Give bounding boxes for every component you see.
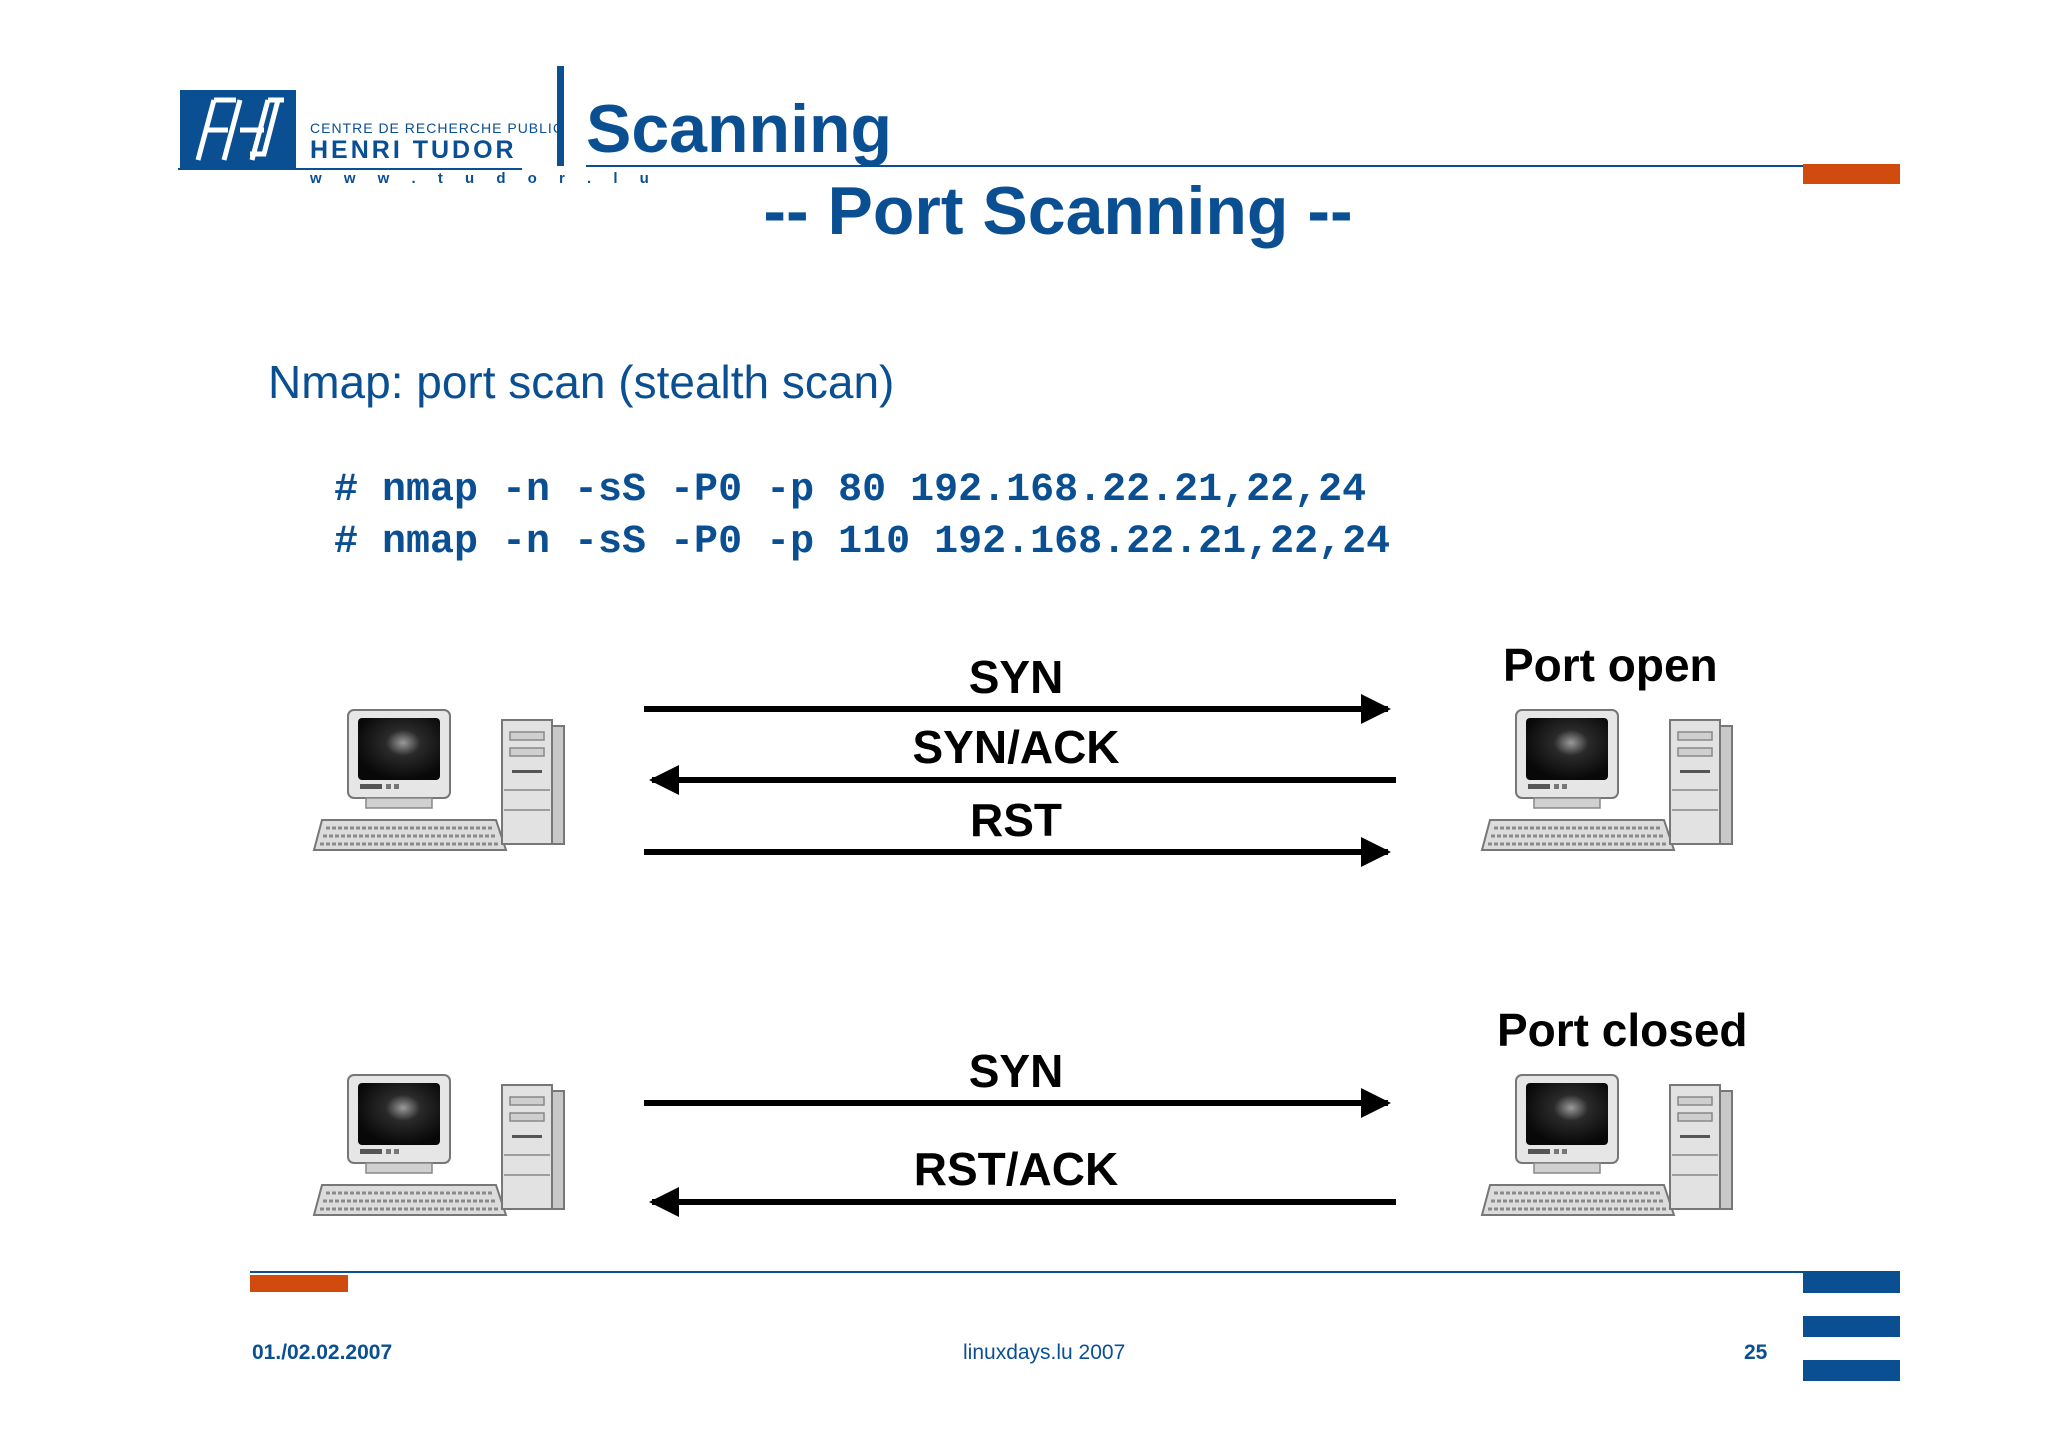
section-heading: Nmap: port scan (stealth scan)	[268, 356, 895, 408]
message-rst-ack: RST/ACK	[913, 1143, 1119, 1195]
message-rst: RST	[970, 794, 1062, 846]
logo-line-1: CENTRE DE RECHERCHE PUBLIC	[310, 120, 564, 136]
command-line-2: # nmap -n -sS -P0 -p 110 192.168.22.21,2…	[334, 520, 1391, 565]
logo-underline	[178, 168, 522, 170]
arrow-left	[649, 765, 1396, 795]
computer-icon	[312, 708, 566, 852]
header-rule	[586, 165, 1900, 167]
computer-icon	[1480, 708, 1734, 852]
footer-accent	[250, 1275, 348, 1292]
page-number: 25	[1744, 1341, 1768, 1364]
footer-rule	[250, 1271, 1900, 1273]
message-syn-ack: SYN/ACK	[912, 721, 1120, 773]
computer-icon	[1480, 1073, 1734, 1217]
port-open-label: Port open	[1503, 639, 1718, 691]
title-divider	[557, 66, 564, 166]
message-syn: SYN	[968, 651, 1064, 703]
footer-stripe	[1803, 1272, 1900, 1293]
header-accent	[1803, 164, 1900, 184]
footer-event: linuxdays.lu 2007	[963, 1341, 1126, 1364]
port-closed-label: Port closed	[1497, 1004, 1748, 1056]
logo-line-2: HENRI TUDOR	[310, 136, 517, 164]
arrow-left	[649, 1187, 1396, 1217]
arrow-right	[644, 1088, 1391, 1118]
slide-title: Scanning	[586, 91, 893, 167]
tudor-logo-mark	[180, 90, 296, 170]
logo-mark-icon	[195, 97, 284, 161]
footer-date: 01./02.02.2007	[252, 1341, 393, 1364]
message-syn: SYN	[968, 1045, 1064, 1097]
slide-subtitle: -- Port Scanning --	[763, 173, 1353, 249]
arrow-right	[644, 694, 1391, 724]
command-line-1: # nmap -n -sS -P0 -p 80 192.168.22.21,22…	[334, 468, 1367, 513]
arrow-right	[644, 837, 1391, 867]
footer-stripe	[1803, 1360, 1900, 1381]
computer-icon	[312, 1073, 566, 1217]
footer-stripe	[1803, 1316, 1900, 1337]
logo-line-3: w w w . t u d o r . l u	[310, 170, 658, 187]
